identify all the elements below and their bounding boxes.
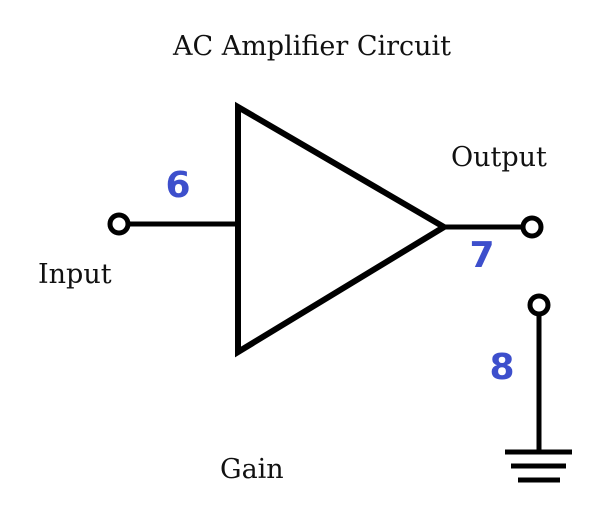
ground-symbol-icon — [505, 449, 572, 483]
input-terminal-icon — [107, 212, 131, 236]
input-label: Input — [38, 259, 112, 290]
output-label: Output — [451, 142, 547, 173]
gain-label: Gain — [220, 454, 284, 485]
amplifier-triangle-icon — [235, 101, 450, 358]
ground-marker-number: 8 — [489, 347, 514, 388]
output-terminal-icon — [520, 215, 544, 239]
diagram-title: AC Amplifier Circuit — [172, 31, 451, 62]
ground-terminal-icon — [527, 293, 551, 317]
output-marker-number: 7 — [469, 235, 494, 276]
input-marker-number: 6 — [165, 165, 190, 206]
